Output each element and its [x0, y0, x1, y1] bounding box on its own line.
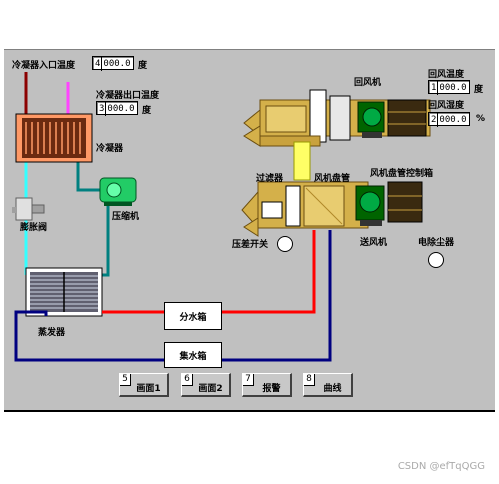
curve-button-label: 曲线 — [323, 384, 342, 394]
screen1-button-label: 画面1 — [136, 384, 161, 394]
compressor-label: 压缩机 — [112, 212, 140, 222]
condenser-outlet-label: 冷凝器出口温度 — [96, 91, 160, 101]
process-diagram — [12, 72, 431, 362]
screen2-button-label: 画面2 — [198, 384, 223, 394]
condenser-inlet-label: 冷凝器入口温度 — [12, 61, 76, 71]
alarm-button-label: 报警 — [262, 384, 281, 394]
return-humidity-unit: % — [476, 114, 486, 124]
expansion-valve-icon — [12, 197, 45, 221]
supply-air-unit — [241, 181, 369, 237]
return-temp-label: 回风温度 — [428, 70, 465, 80]
supply-fan-icon — [355, 185, 385, 226]
condenser-inlet-unit: 度 — [138, 61, 148, 71]
condenser-outlet-value: 000.0 — [107, 104, 135, 114]
screen2-button-number: 6 — [182, 374, 193, 386]
condenser-label: 冷凝器 — [96, 144, 124, 154]
supply-fan-label: 送风机 — [360, 238, 388, 248]
return-fan-icon — [357, 101, 385, 138]
screen2-button[interactable]: 6 画面2 — [181, 373, 231, 397]
water-collector-label: 集水箱 — [179, 351, 207, 362]
evaporator-icon — [25, 267, 103, 317]
condenser-outlet-unit: 度 — [142, 106, 152, 116]
condenser-inlet-index: 4 — [95, 57, 103, 71]
pressure-switch-indicator — [277, 236, 293, 252]
return-humidity-index: 2 — [431, 113, 439, 127]
condenser-inlet-value: 000.0 — [103, 59, 131, 69]
pressure-switch-label: 压差开关 — [232, 240, 269, 250]
water-divider-label: 分水箱 — [179, 312, 207, 323]
curve-button[interactable]: 8 曲线 — [303, 373, 353, 397]
fan-coil-control-label: 风机盘管控制箱 — [370, 169, 434, 179]
filter-label: 过滤器 — [256, 174, 284, 184]
screen1-button-number: 5 — [120, 374, 131, 386]
fan-coil-control-box — [387, 181, 423, 223]
evaporator-label: 蒸发器 — [38, 328, 66, 338]
alarm-button-number: 7 — [243, 374, 254, 386]
blue-pipe — [14, 310, 164, 362]
fan-coil-label: 风机盘管 — [314, 174, 351, 184]
dust-collector-indicator — [428, 252, 444, 268]
return-fan-coil-block — [387, 99, 427, 137]
expansion-valve-label: 膨胀阀 — [20, 223, 48, 233]
curve-button-number: 8 — [304, 374, 315, 386]
alarm-button[interactable]: 7 报警 — [242, 373, 292, 397]
return-temp-value: 000.0 — [439, 83, 467, 93]
return-temp-unit: 度 — [474, 85, 484, 95]
compressor-icon — [99, 177, 137, 206]
return-humidity-value: 000.0 — [439, 115, 467, 125]
water-divider-box: 分水箱 — [164, 302, 222, 330]
return-temp-index: 1 — [431, 81, 439, 95]
red-pipe-right — [222, 230, 316, 314]
return-air-unit — [243, 89, 431, 147]
air-bridge — [293, 141, 311, 181]
dust-collector-label: 电除尘器 — [418, 238, 455, 248]
return-fan-label: 回风机 — [354, 78, 382, 88]
condenser-icon — [15, 113, 93, 163]
return-humidity-label: 回风湿度 — [428, 101, 465, 111]
water-collector-box: 集水箱 — [164, 342, 222, 368]
screen1-button[interactable]: 5 画面1 — [119, 373, 169, 397]
watermark: CSDN @efTqQGG — [397, 461, 485, 472]
condenser-outlet-index: 3 — [99, 102, 107, 116]
blue-pipe-right — [222, 230, 332, 362]
